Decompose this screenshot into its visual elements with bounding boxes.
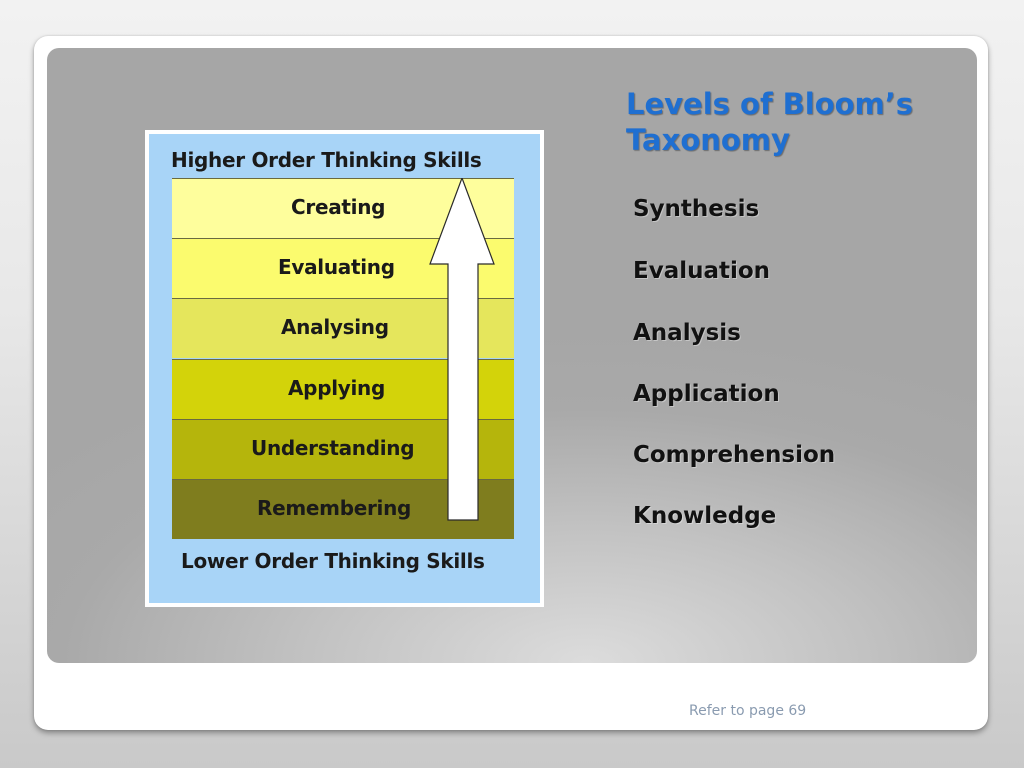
blooms-taxonomy-diagram: Higher Order Thinking Skills Creating Ev…: [145, 130, 544, 607]
level-label: Evaluating: [278, 255, 395, 279]
up-arrow-icon: [429, 178, 495, 521]
term-comprehension: Comprehension: [633, 442, 836, 468]
term-evaluation: Evaluation: [633, 258, 771, 284]
diagram-header: Higher Order Thinking Skills: [171, 148, 482, 172]
level-label: Creating: [291, 195, 386, 219]
term-analysis: Analysis: [633, 320, 741, 346]
term-knowledge: Knowledge: [633, 503, 777, 529]
term-application: Application: [633, 381, 780, 407]
diagram-background: Higher Order Thinking Skills Creating Ev…: [149, 134, 540, 603]
levels-stack: Creating Evaluating Analysing Applying U…: [172, 178, 514, 541]
term-synthesis: Synthesis: [633, 196, 760, 222]
footer-note: Refer to page 69: [689, 703, 807, 719]
level-label: Understanding: [251, 436, 415, 460]
level-label: Remembering: [257, 496, 412, 520]
slide-title: Levels of Bloom’s Taxonomy: [626, 87, 914, 157]
level-label: Applying: [288, 376, 386, 400]
level-label: Analysing: [281, 315, 389, 339]
diagram-footer: Lower Order Thinking Skills: [181, 549, 485, 573]
